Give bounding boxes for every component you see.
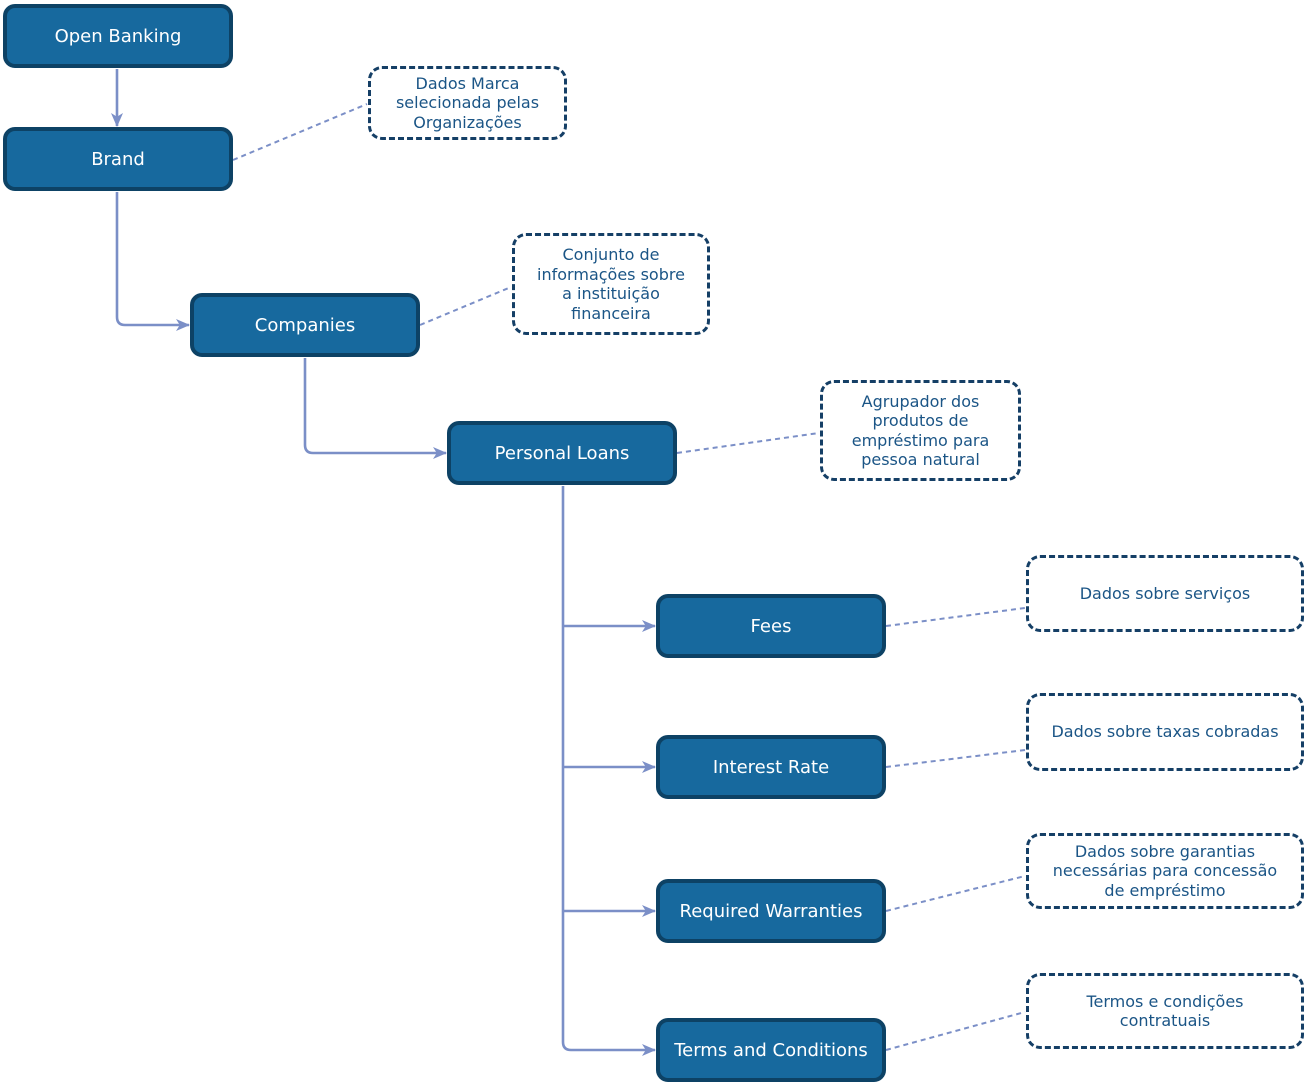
edge-brand-companies (115, 192, 190, 331)
edge-terms-conditions-note (885, 1011, 1026, 1051)
node-interest-rate: Interest Rate (656, 735, 886, 799)
edge-companies-personal-loans (303, 358, 447, 459)
node-fees-label: Fees (750, 615, 792, 637)
node-open-banking: Open Banking (3, 4, 233, 68)
edge-personal-loans-note (676, 432, 820, 454)
node-interest-rate-label: Interest Rate (712, 756, 830, 778)
annotation-required-warranties: Dados sobre garantias necessárias para c… (1026, 833, 1304, 909)
annotation-personal-loans-text: Agrupador dos produtos de empréstimo par… (851, 391, 990, 470)
edge-companies-note (419, 286, 512, 326)
annotation-fees: Dados sobre serviços (1026, 555, 1304, 632)
node-open-banking-label: Open Banking (54, 25, 182, 47)
annotation-interest-rate: Dados sobre taxas cobradas (1026, 693, 1304, 771)
annotation-brand: Dados Marca selecionada pelas Organizaçõ… (368, 66, 567, 140)
node-personal-loans-label: Personal Loans (494, 442, 630, 464)
edge-brand-note (232, 103, 368, 161)
annotation-companies: Conjunto de informações sobre a institui… (512, 233, 710, 335)
node-terms-and-conditions: Terms and Conditions (656, 1018, 886, 1082)
annotation-interest-rate-text: Dados sobre taxas cobradas (1051, 722, 1279, 742)
node-required-warranties: Required Warranties (656, 879, 886, 943)
edge-interest-rate-note (885, 749, 1026, 768)
annotation-terms-and-conditions: Termos e condições contratuais (1026, 973, 1304, 1049)
edge-fees-note (885, 607, 1026, 627)
annotation-brand-text: Dados Marca selecionada pelas Organizaçõ… (395, 73, 540, 132)
annotation-companies-text: Conjunto de informações sobre a institui… (537, 245, 685, 323)
annotation-terms-and-conditions-text: Termos e condições contratuais (1086, 991, 1244, 1031)
annotation-required-warranties-text: Dados sobre garantias necessárias para c… (1052, 841, 1278, 900)
annotation-personal-loans: Agrupador dos produtos de empréstimo par… (820, 380, 1021, 481)
annotation-fees-text: Dados sobre serviços (1079, 583, 1251, 603)
node-brand: Brand (3, 127, 233, 191)
node-brand-label: Brand (91, 148, 145, 170)
node-companies: Companies (190, 293, 420, 357)
node-required-warranties-label: Required Warranties (679, 900, 863, 922)
node-personal-loans: Personal Loans (447, 421, 677, 485)
edge-personal-loans-trunk (561, 486, 656, 1056)
edge-required-warranties-note (885, 875, 1026, 912)
node-terms-and-conditions-label: Terms and Conditions (674, 1039, 868, 1061)
node-companies-label: Companies (254, 314, 356, 336)
node-fees: Fees (656, 594, 886, 658)
